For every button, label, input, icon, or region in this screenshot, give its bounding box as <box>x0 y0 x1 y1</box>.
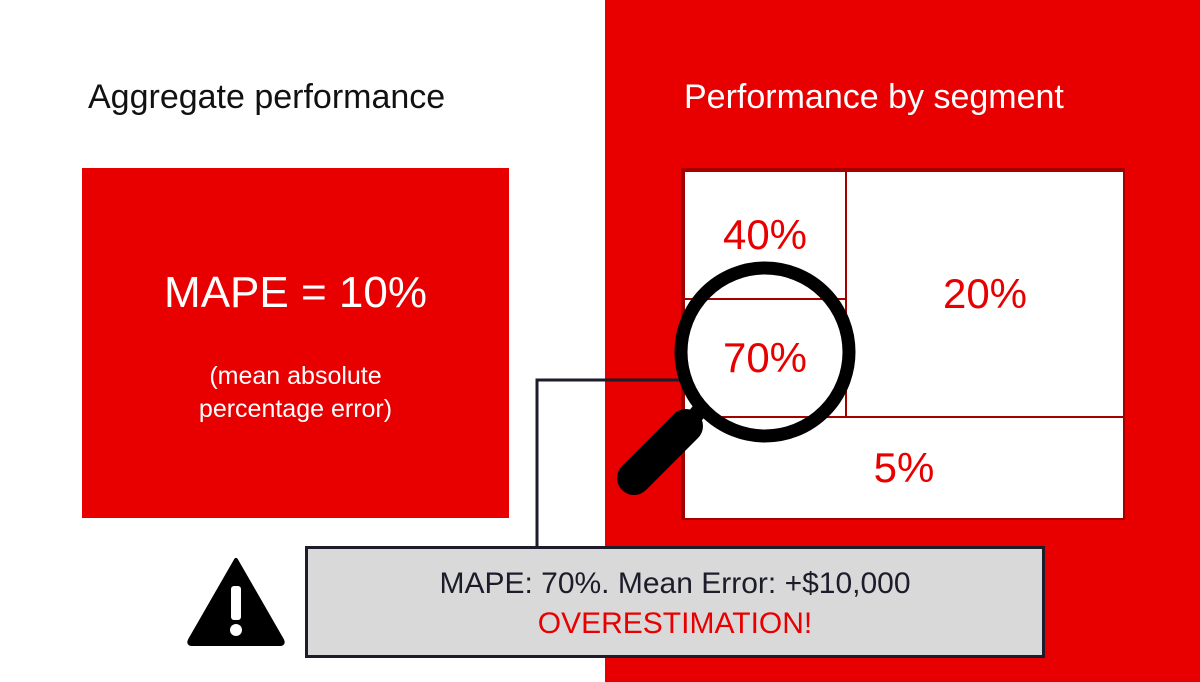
mape-definition: (mean absolute percentage error) <box>82 360 509 426</box>
aggregate-title: Aggregate performance <box>88 78 446 116</box>
aggregate-mape-value: MAPE = 10% <box>164 268 427 317</box>
segment-value-top-left: 40% <box>722 211 808 258</box>
mape-definition-line1: (mean absolute <box>209 362 382 390</box>
segment-title: Performance by segment <box>684 78 1064 116</box>
magnifier-handle <box>617 409 703 495</box>
segment-cell-middle-left: 70% <box>683 298 847 418</box>
segment-value-middle-left: 70% <box>722 334 808 381</box>
segment-value-top-right: 20% <box>942 270 1028 317</box>
overestimation-callout: MAPE: 70%. Mean Error: +$10,000 OVERESTI… <box>305 546 1045 658</box>
segment-grid: 40% 20% 70% 5% <box>681 168 1125 520</box>
connector-line <box>535 378 690 548</box>
mape-definition-line2: percentage error) <box>198 395 393 423</box>
aggregate-mape-box <box>82 168 509 518</box>
magnifying-glass-icon <box>617 261 856 495</box>
segment-cell-top-right: 20% <box>845 170 1125 418</box>
callout-metric-text: MAPE: 70%. Mean Error: +$10,000 <box>439 567 911 600</box>
warning-triangle-icon <box>187 558 285 646</box>
callout-warning-text: OVERESTIMATION! <box>537 607 813 640</box>
magnifier-lens <box>674 261 856 443</box>
segment-value-bottom: 5% <box>873 444 935 491</box>
